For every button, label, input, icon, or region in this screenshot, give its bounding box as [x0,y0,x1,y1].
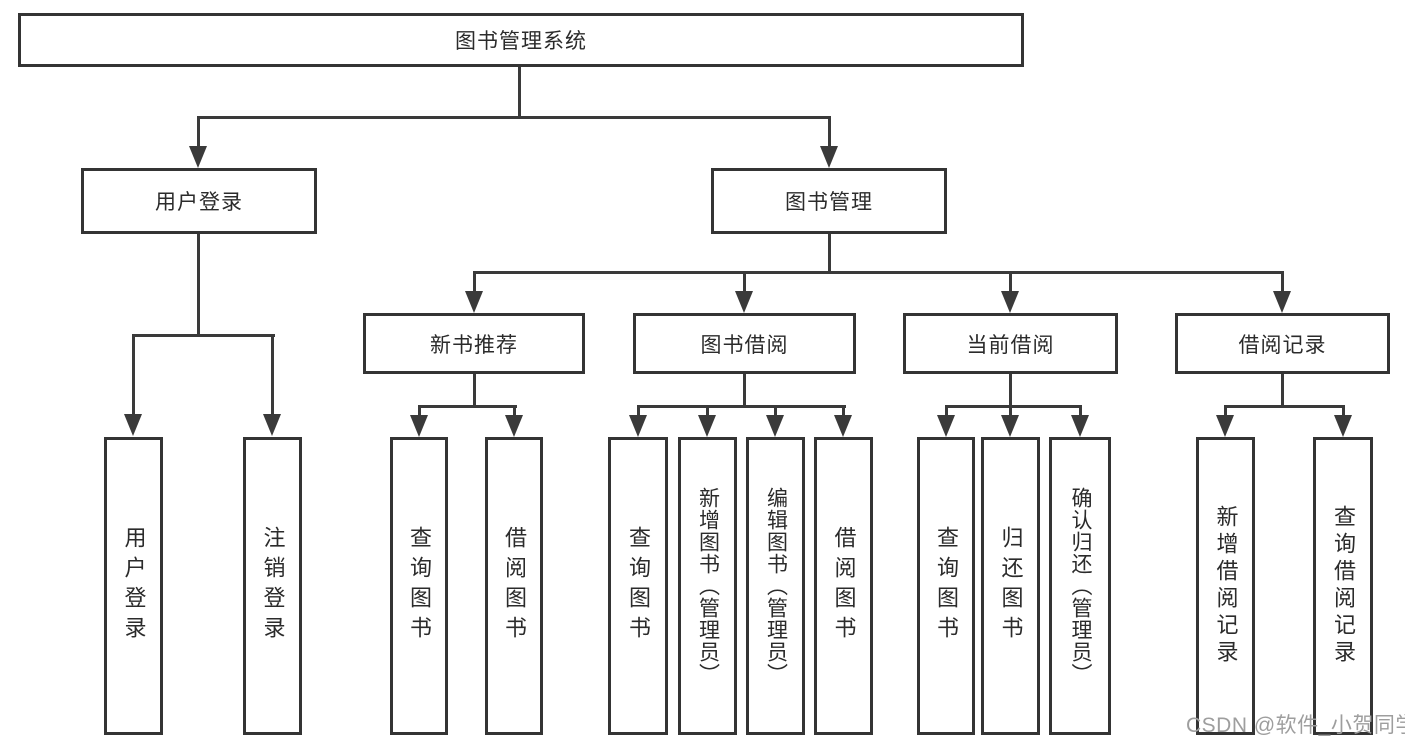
node-book-borrow: 图书借阅 [633,313,856,374]
node-borrow-records: 借阅记录 [1175,313,1390,374]
leaf-edit-books-admin-label: 编辑图书（管理员） [764,487,788,685]
leaf-query-books-recommend: 查询图书 [390,437,448,735]
leaf-query-books-current: 查询图书 [917,437,975,735]
node-root: 图书管理系统 [18,13,1024,67]
leaf-add-books-admin-label: 新增图书（管理员） [696,487,720,685]
arrow-down-icon [766,415,784,437]
connector-line [945,405,1082,408]
connector-line [828,116,831,146]
connector-line [828,234,831,274]
arrow-down-icon [1071,415,1089,437]
arrow-down-icon [735,291,753,313]
arrow-down-icon [820,146,838,168]
leaf-user-login-label: 用户登录 [121,526,147,646]
leaf-borrow-books-recommend-label: 借阅图书 [502,526,527,646]
leaf-query-books-recommend-label: 查询图书 [407,526,432,646]
connector-line [1224,405,1345,408]
leaf-logout-login-label: 注销登录 [260,526,286,646]
connector-line [132,334,135,414]
connector-line [197,116,831,119]
connector-line [1281,374,1284,408]
connector-line [1009,405,1012,415]
connector-line [842,405,845,415]
connector-line [418,405,517,408]
arrow-down-icon [1334,415,1352,437]
arrow-down-icon [189,146,207,168]
leaf-query-books-borrow-label: 查询图书 [626,526,651,646]
connector-line [1009,374,1012,408]
connector-line [473,271,476,291]
leaf-query-books-borrow: 查询图书 [608,437,668,735]
connector-line [1224,405,1227,415]
leaf-add-books-admin: 新增图书（管理员） [678,437,737,735]
connector-line [473,271,1284,274]
leaf-return-books-label: 归还图书 [998,526,1024,646]
arrow-down-icon [834,415,852,437]
connector-line [706,405,709,415]
connector-line [518,67,521,118]
leaf-borrow-books: 借阅图书 [814,437,873,735]
leaf-add-borrow-record-label: 新增借阅记录 [1213,505,1239,667]
leaf-add-borrow-record: 新增借阅记录 [1196,437,1255,735]
arrow-down-icon [1001,415,1019,437]
arrow-down-icon [1001,291,1019,313]
arrow-down-icon [124,414,142,436]
leaf-confirm-return-admin-label: 确认归还（管理员） [1069,487,1092,685]
connector-line [743,374,746,408]
connector-line [271,334,274,414]
connector-line [418,405,421,415]
leaf-borrow-books-label: 借阅图书 [831,526,857,646]
leaf-query-books-current-label: 查询图书 [934,526,959,646]
connector-line [637,405,846,408]
leaf-return-books: 归还图书 [981,437,1040,735]
arrow-down-icon [1216,415,1234,437]
leaf-logout-login: 注销登录 [243,437,302,735]
node-book-management: 图书管理 [711,168,947,234]
leaf-query-borrow-record: 查询借阅记录 [1313,437,1373,735]
connector-line [197,234,200,337]
connector-line [473,374,476,408]
leaf-user-login: 用户登录 [104,437,163,735]
arrow-down-icon [410,415,428,437]
connector-line [1079,405,1082,415]
leaf-confirm-return-admin: 确认归还（管理员） [1049,437,1111,735]
connector-line [1281,271,1284,291]
connector-line [1342,405,1345,415]
arrow-down-icon [465,291,483,313]
node-current-borrow: 当前借阅 [903,313,1118,374]
arrow-down-icon [263,414,281,436]
leaf-edit-books-admin: 编辑图书（管理员） [746,437,805,735]
leaf-query-borrow-record-label: 查询借阅记录 [1331,505,1356,667]
arrow-down-icon [698,415,716,437]
connector-line [197,116,200,146]
csdn-watermark: CSDN @软件_小贺同学 [1186,714,1405,737]
connector-line [132,334,275,337]
leaf-borrow-books-recommend: 借阅图书 [485,437,543,735]
connector-line [637,405,640,415]
node-new-book-recommend: 新书推荐 [363,313,585,374]
arrow-down-icon [1273,291,1291,313]
connector-line [774,405,777,415]
connector-line [1009,271,1012,291]
arrow-down-icon [629,415,647,437]
node-user-login: 用户登录 [81,168,317,234]
connector-line [945,405,948,415]
connector-line [743,271,746,291]
arrow-down-icon [937,415,955,437]
connector-line [513,405,516,415]
arrow-down-icon [505,415,523,437]
